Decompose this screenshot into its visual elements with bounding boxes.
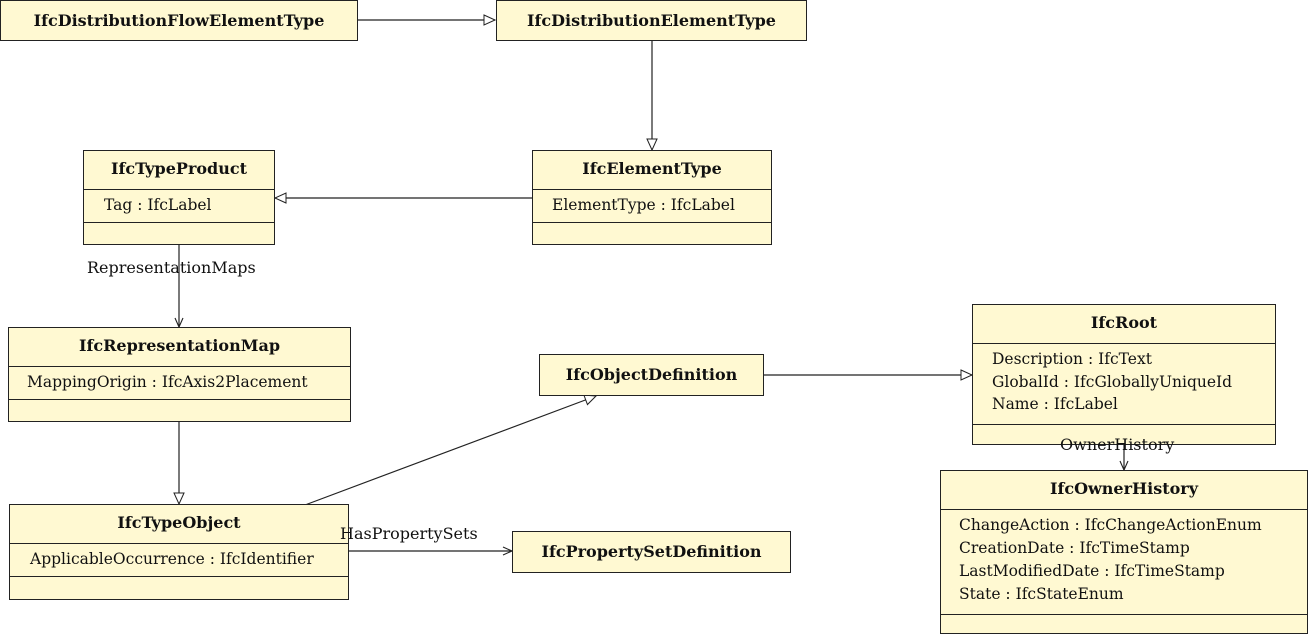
attribute-list: ApplicableOccurrence : IfcIdentifier xyxy=(10,543,348,577)
class-ifc-property-set-definition: IfcPropertySetDefinition xyxy=(512,531,791,573)
class-title: IfcTypeObject xyxy=(117,513,241,532)
class-ifc-type-object: IfcTypeObject ApplicableOccurrence : Ifc… xyxy=(9,504,349,600)
class-title: IfcRoot xyxy=(1090,313,1158,332)
class-title: IfcTypeProduct xyxy=(110,159,247,178)
attribute-list: ElementType : IfcLabel xyxy=(533,189,771,223)
attribute: ApplicableOccurrence : IfcIdentifier xyxy=(30,550,314,568)
attribute: Name : IfcLabel xyxy=(992,395,1118,413)
class-ifc-distribution-element-type: IfcDistributionElementType xyxy=(496,0,807,41)
attribute: Tag : IfcLabel xyxy=(104,196,212,214)
attribute-list: MappingOrigin : IfcAxis2Placement xyxy=(9,366,350,400)
class-title: IfcOwnerHistory xyxy=(1049,479,1199,498)
attribute-list: Tag : IfcLabel xyxy=(84,189,274,223)
class-title: IfcObjectDefinition xyxy=(565,365,738,384)
class-title: IfcPropertySetDefinition xyxy=(541,542,762,561)
attribute: MappingOrigin : IfcAxis2Placement xyxy=(27,373,308,391)
association-label-representation-maps: RepresentationMaps xyxy=(87,258,256,277)
attribute: LastModifiedDate : IfcTimeStamp xyxy=(959,562,1225,580)
class-title: IfcRepresentationMap xyxy=(79,336,280,355)
attribute: State : IfcStateEnum xyxy=(959,585,1124,603)
association-label-has-property-sets: HasPropertySets xyxy=(340,524,478,543)
class-ifc-type-product: IfcTypeProduct Tag : IfcLabel xyxy=(83,150,275,245)
generalization-typeobject-to-objectdefinition xyxy=(304,394,598,506)
class-ifc-distribution-flow-element-type: IfcDistributionFlowElementType xyxy=(0,0,358,41)
class-title: IfcDistributionFlowElementType xyxy=(33,10,325,30)
attribute: ChangeAction : IfcChangeActionEnum xyxy=(959,516,1262,534)
attribute-list: ChangeAction : IfcChangeActionEnum Creat… xyxy=(941,509,1307,615)
class-ifc-element-type: IfcElementType ElementType : IfcLabel xyxy=(532,150,772,245)
class-ifc-representation-map: IfcRepresentationMap MappingOrigin : Ifc… xyxy=(8,327,351,422)
attribute-list: Description : IfcText GlobalId : IfcGlob… xyxy=(973,343,1275,425)
attribute: GlobalId : IfcGloballyUniqueId xyxy=(992,372,1233,391)
class-title: IfcDistributionElementType xyxy=(527,10,776,30)
class-ifc-owner-history: IfcOwnerHistory ChangeAction : IfcChange… xyxy=(940,470,1308,634)
class-title: IfcElementType xyxy=(582,159,722,178)
attribute: ElementType : IfcLabel xyxy=(552,196,735,214)
class-ifc-object-definition: IfcObjectDefinition xyxy=(539,354,764,396)
class-ifc-root: IfcRoot Description : IfcText GlobalId :… xyxy=(972,304,1276,445)
attribute: CreationDate : IfcTimeStamp xyxy=(959,539,1190,557)
attribute: Description : IfcText xyxy=(992,350,1152,368)
association-label-owner-history: OwnerHistory xyxy=(1060,435,1175,454)
